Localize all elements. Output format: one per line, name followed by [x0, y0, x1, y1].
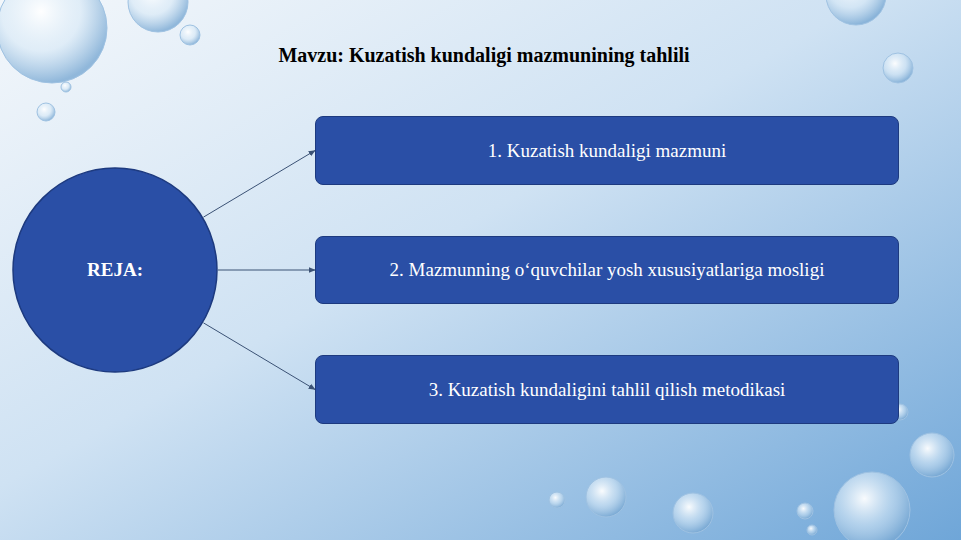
slide-title: Mavzu: Kuzatish kundaligi mazmunining ta… — [0, 44, 961, 67]
connector-arrow — [218, 270, 315, 271]
plan-item-box: 1. Kuzatish kundaligi mazmuni — [315, 116, 899, 185]
connector-arrow — [203, 151, 315, 218]
connector-arrow — [203, 323, 315, 390]
node-label: 2. Mazmunning o‘quvchilar yosh xususiyat… — [390, 259, 825, 281]
plan-circle: REJA: — [12, 167, 218, 373]
node-label: 1. Kuzatish kundaligi mazmuni — [488, 140, 727, 162]
plan-item-box: 2. Mazmunning o‘quvchilar yosh xususiyat… — [315, 236, 899, 304]
node-label: REJA: — [87, 259, 143, 281]
circle-shape — [13, 168, 217, 372]
plan-item-box: 3. Kuzatish kundaligini tahlil qilish me… — [315, 355, 899, 424]
node-label: 3. Kuzatish kundaligini tahlil qilish me… — [429, 379, 786, 401]
